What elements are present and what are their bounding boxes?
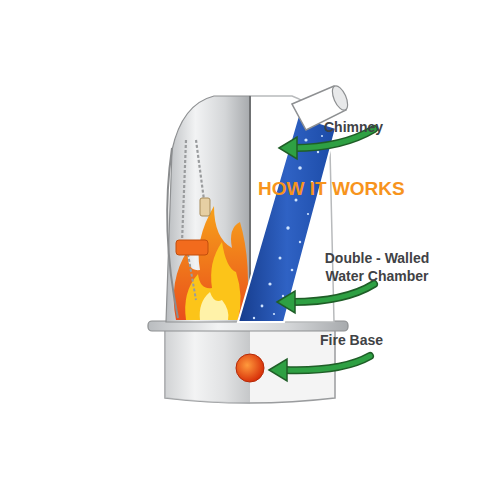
- kettle-body: [166, 96, 250, 322]
- water-bubbles: [253, 135, 323, 319]
- callout-label: Chimney: [324, 118, 383, 136]
- flames: [174, 206, 248, 320]
- callout-label: Double - Walled Water Chamber: [316, 249, 438, 285]
- flame-outer: [174, 206, 248, 320]
- flame-core: [200, 292, 229, 320]
- cork: [176, 240, 208, 255]
- air-hole: [236, 354, 264, 382]
- handle: [167, 140, 210, 318]
- callout-label: Fire Base: [320, 331, 383, 349]
- diagram-title: HOW IT WORKS: [258, 177, 405, 201]
